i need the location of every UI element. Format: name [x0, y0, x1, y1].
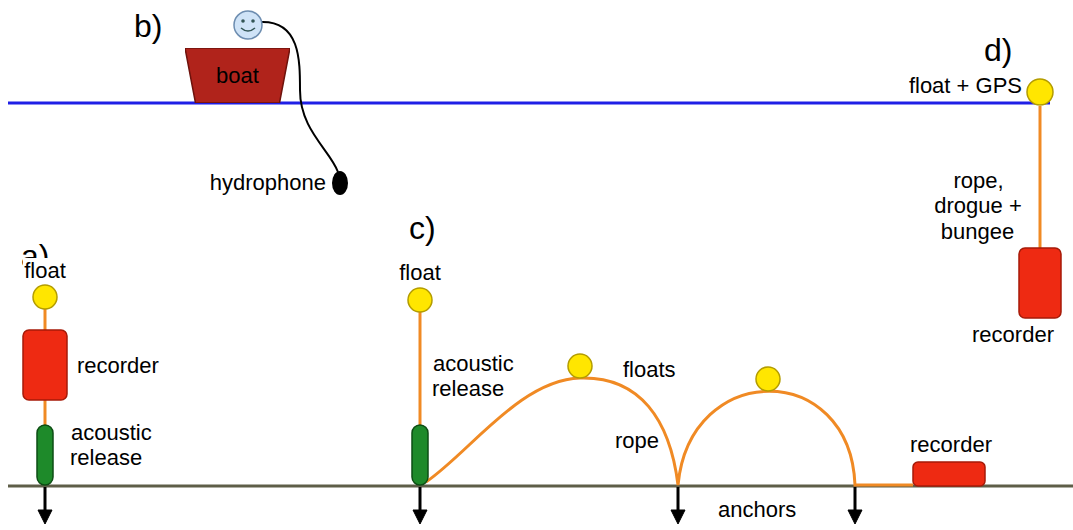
mooring-line — [419, 312, 422, 428]
person-head — [234, 11, 262, 39]
part-name: recorder — [909, 432, 993, 457]
float-symbol — [756, 367, 780, 391]
float-symbol — [568, 354, 592, 378]
panel-letter: d) — [983, 32, 1013, 68]
person-eye — [241, 19, 245, 23]
part-name: recorder — [958, 322, 1068, 347]
recorder-symbol — [1019, 248, 1061, 318]
part-name: recorder — [76, 353, 186, 378]
part-name: acoustic release — [432, 351, 514, 401]
mooring-line — [44, 309, 47, 332]
part-name: acoustic release — [432, 351, 528, 402]
part-name: recorder — [896, 432, 1006, 457]
part-name: float + GPS — [873, 73, 1023, 98]
panel-letter: b) — [133, 8, 183, 45]
panel-letter: b) — [133, 8, 163, 44]
part-name: rope — [614, 428, 674, 453]
boat-label: boat — [216, 63, 259, 89]
part-name: acoustic release — [70, 420, 152, 470]
person-eye — [251, 19, 255, 23]
part-name: rope — [614, 428, 660, 453]
float-symbol — [1027, 79, 1053, 105]
part-name: rope, drogue + bungee — [930, 168, 1026, 244]
acoustic-release-symbol — [412, 425, 428, 485]
part-name: recorder — [76, 353, 160, 378]
part-name: anchors — [717, 497, 817, 522]
sea-surface — [8, 102, 1050, 105]
part-name: hydrophone — [209, 170, 327, 195]
part-name: hydrophone — [187, 170, 327, 195]
person-smile — [241, 28, 255, 31]
drifter-rope — [1039, 106, 1042, 250]
part-name: float + GPS — [908, 73, 1023, 98]
recorder-symbol — [913, 462, 985, 486]
hydrophone-symbol — [332, 171, 348, 195]
part-name: float — [398, 260, 442, 285]
seabed — [8, 485, 1073, 488]
part-name: recorder — [971, 322, 1055, 347]
anchor-arrows — [38, 487, 862, 524]
part-name: float — [23, 258, 67, 283]
panel-letter: c) — [408, 210, 437, 246]
part-name: float — [380, 260, 460, 285]
part-name: acoustic release — [70, 420, 170, 471]
mooring-line — [44, 400, 47, 428]
float-symbol — [408, 288, 432, 312]
part-name: float — [5, 258, 85, 283]
recorder-symbol — [23, 330, 67, 400]
boat-hull: boat — [185, 48, 290, 103]
part-name: floats — [622, 357, 677, 382]
float-symbol — [33, 285, 57, 309]
part-name: rope, drogue + bungee — [934, 168, 1021, 244]
panel-letter: d) — [983, 32, 1033, 69]
part-name: floats — [622, 357, 702, 382]
panel-letter: c) — [408, 210, 458, 247]
acoustic-release-symbol — [37, 425, 53, 485]
part-name: anchors — [717, 497, 797, 522]
